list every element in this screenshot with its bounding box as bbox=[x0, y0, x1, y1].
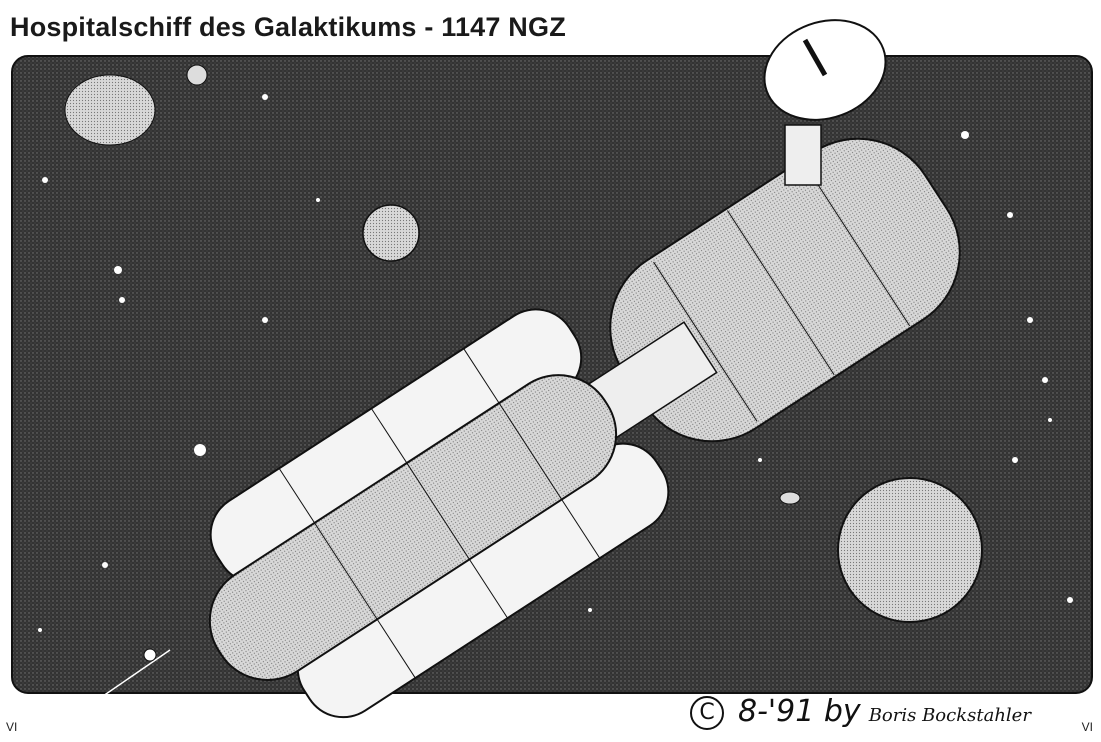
star bbox=[1048, 418, 1052, 422]
star bbox=[588, 608, 592, 612]
star bbox=[114, 266, 122, 274]
page-mark-left: VI bbox=[6, 720, 18, 734]
page-mark-right: VI bbox=[1081, 720, 1093, 734]
star bbox=[194, 444, 206, 456]
large-planet bbox=[837, 477, 983, 623]
star bbox=[1027, 317, 1033, 323]
star bbox=[1007, 212, 1013, 218]
star bbox=[262, 317, 268, 323]
signature-date: 8-'91 bbox=[738, 694, 815, 729]
star bbox=[1042, 377, 1048, 383]
small-probe bbox=[779, 491, 801, 505]
star bbox=[42, 177, 48, 183]
star bbox=[38, 628, 42, 632]
star bbox=[961, 131, 969, 139]
signature: C 8-'91 by Boris Bockstahler bbox=[690, 694, 1031, 730]
small-planet bbox=[362, 204, 420, 262]
star bbox=[758, 458, 762, 462]
star bbox=[316, 198, 320, 202]
page-title: Hospitalschiff des Galaktikums - 1147 NG… bbox=[10, 12, 566, 42]
star bbox=[102, 562, 108, 568]
cylinder-cluster bbox=[208, 308, 670, 719]
star bbox=[1012, 457, 1018, 463]
signature-artist: Boris Bockstahler bbox=[868, 705, 1031, 726]
satellite-dish bbox=[763, 19, 887, 186]
nose-antenna bbox=[89, 648, 171, 706]
star bbox=[1067, 597, 1073, 603]
distant-ship bbox=[64, 64, 208, 146]
signature-by: by bbox=[823, 694, 861, 729]
star bbox=[119, 297, 125, 303]
copyright-icon: C bbox=[690, 695, 724, 730]
star bbox=[262, 94, 268, 100]
